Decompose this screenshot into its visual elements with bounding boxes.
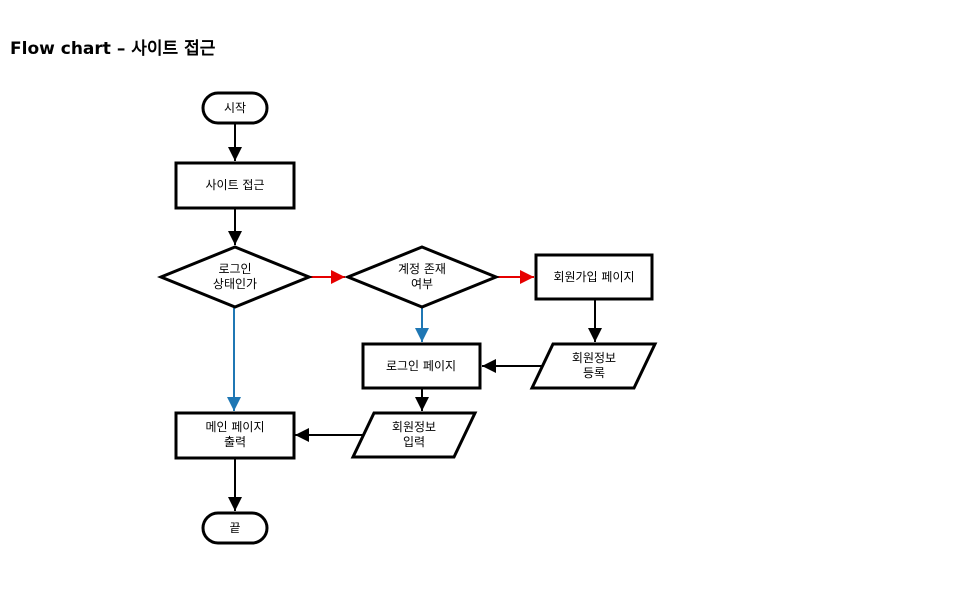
node-login-page-label: 로그인 페이지 bbox=[386, 359, 456, 373]
node-start: 시작 bbox=[201, 91, 269, 125]
node-member-register: 회원정보 등록 bbox=[529, 342, 658, 390]
node-main-page-line1: 메인 페이지 bbox=[205, 420, 264, 434]
node-signup-page: 회원가입 페이지 bbox=[534, 253, 654, 301]
node-main-page: 메인 페이지 출력 bbox=[174, 411, 296, 460]
node-site-access: 사이트 접근 bbox=[174, 161, 296, 210]
node-end-label: 끝 bbox=[229, 521, 240, 535]
node-account-exists-line1: 계정 존재 bbox=[398, 262, 446, 276]
node-login-check: 로그인 상태인가 bbox=[157, 245, 313, 309]
node-member-input-line1: 회원정보 bbox=[392, 420, 436, 434]
node-site-access-label: 사이트 접근 bbox=[205, 178, 264, 192]
node-login-check-line1: 로그인 bbox=[218, 262, 251, 276]
node-member-input: 회원정보 입력 bbox=[350, 411, 478, 459]
connectors bbox=[227, 124, 602, 511]
node-member-register-line2: 등록 bbox=[583, 366, 605, 380]
node-end: 끝 bbox=[201, 511, 269, 545]
node-start-label: 시작 bbox=[224, 101, 246, 115]
node-login-check-line2: 상태인가 bbox=[213, 277, 257, 291]
node-member-register-line1: 회원정보 bbox=[572, 351, 616, 365]
node-login-page: 로그인 페이지 bbox=[361, 342, 482, 390]
node-account-exists: 계정 존재 여부 bbox=[344, 245, 500, 309]
node-account-exists-line2: 여부 bbox=[411, 277, 433, 291]
node-signup-page-label: 회원가입 페이지 bbox=[553, 270, 634, 284]
node-main-page-line2: 출력 bbox=[224, 435, 246, 449]
node-member-input-line2: 입력 bbox=[403, 435, 425, 449]
page-title: Flow chart – 사이트 접근 bbox=[10, 39, 216, 59]
